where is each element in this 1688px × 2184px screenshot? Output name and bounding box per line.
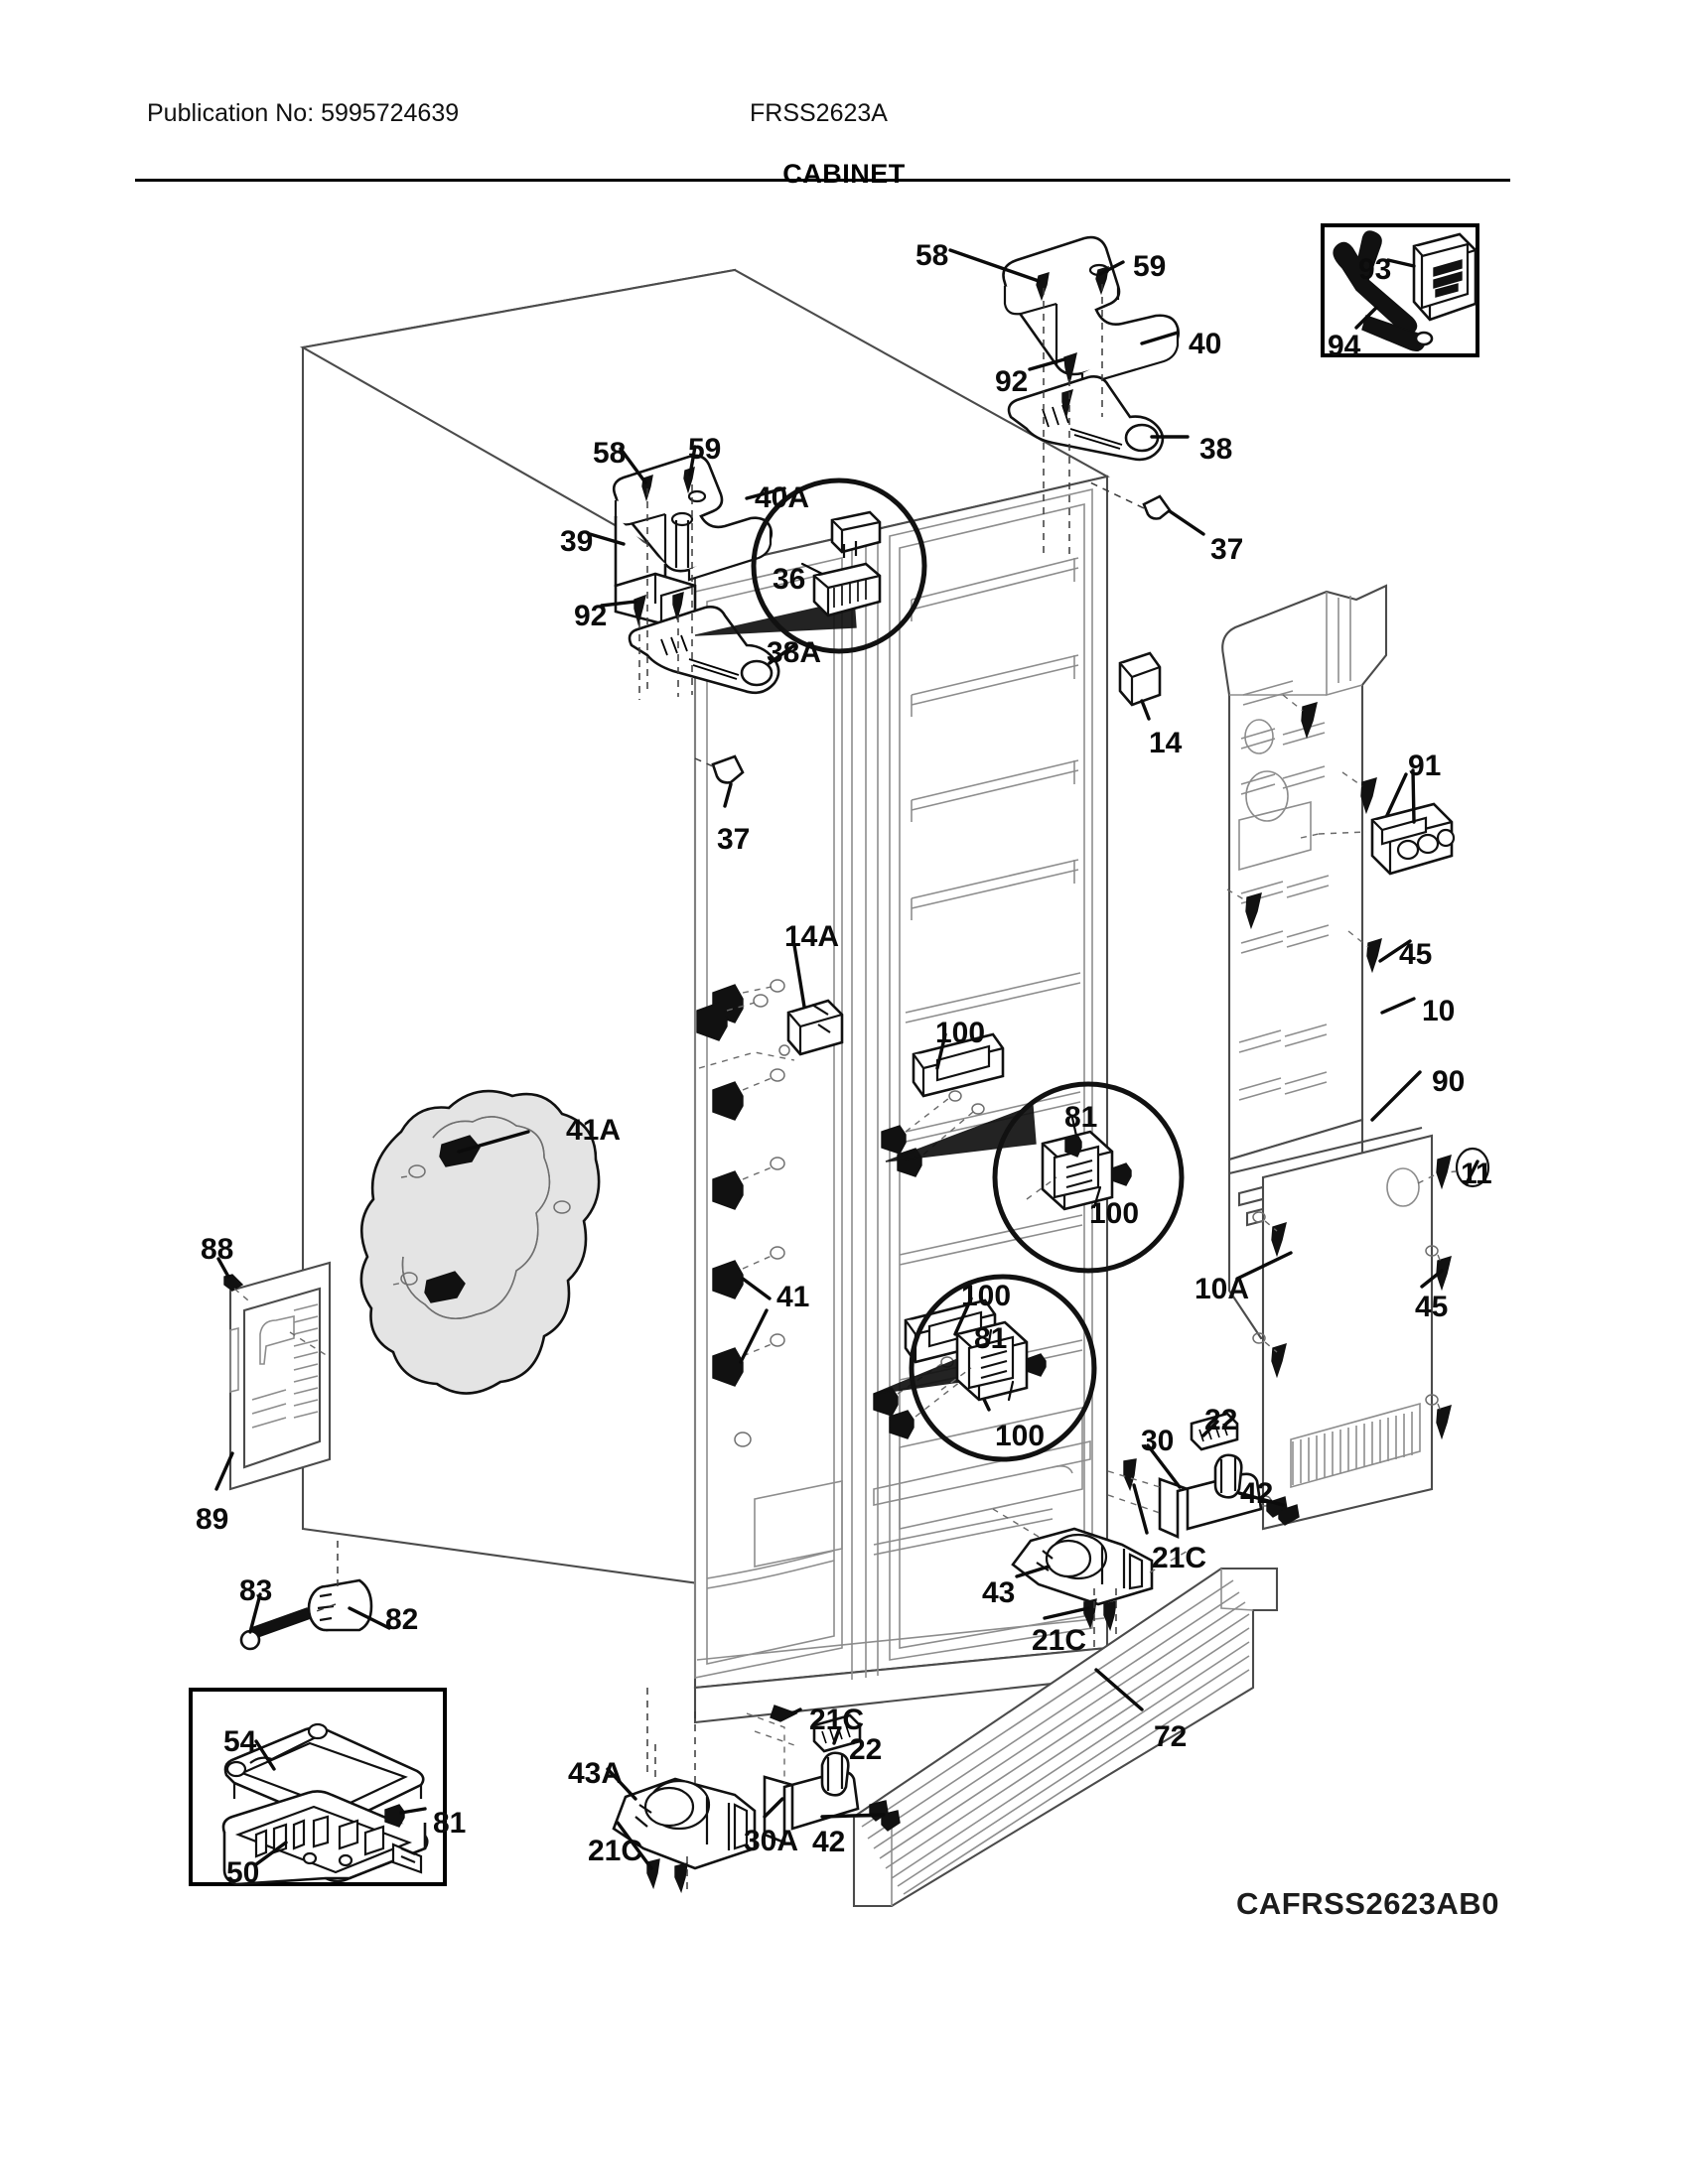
callout-38A: 38A — [767, 636, 822, 669]
pin-37-lower — [694, 754, 745, 808]
callout-81: 81 — [433, 1807, 467, 1840]
hinge-bracket-30 — [1107, 1412, 1300, 1540]
callout-37: 37 — [717, 823, 751, 856]
callout-37: 37 — [1210, 533, 1244, 566]
callout-36: 36 — [773, 563, 806, 596]
callout-42: 42 — [1240, 1477, 1274, 1510]
callout-58: 58 — [593, 437, 627, 470]
callout-72: 72 — [1154, 1720, 1188, 1753]
model-number: FRSS2623A — [750, 99, 888, 127]
callout-45: 45 — [1415, 1291, 1449, 1323]
callout-42: 42 — [812, 1826, 846, 1858]
door-screw-column-41 — [712, 979, 790, 1447]
top-right-hinge-assembly — [948, 235, 1190, 556]
callout-89: 89 — [196, 1503, 229, 1536]
callout-10: 10 — [1422, 995, 1456, 1027]
callout-40A: 40A — [755, 481, 810, 514]
callout-100: 100 — [961, 1280, 1012, 1312]
callout-30: 30 — [1141, 1425, 1175, 1457]
callout-10A: 10A — [1195, 1273, 1250, 1305]
part-14A — [696, 943, 844, 1069]
callout-22: 22 — [849, 1733, 883, 1766]
callout-59: 59 — [1133, 250, 1167, 283]
pin-37-upper — [1089, 481, 1205, 536]
callout-30A: 30A — [744, 1825, 799, 1857]
header-divider — [135, 179, 1510, 182]
callout-41: 41 — [776, 1281, 810, 1313]
callout-39: 39 — [560, 525, 594, 558]
part-14 — [1118, 651, 1162, 721]
callout-100: 100 — [995, 1420, 1046, 1452]
callout-92: 92 — [574, 600, 608, 632]
callout-54: 54 — [223, 1725, 257, 1758]
callout-58: 58 — [915, 239, 949, 272]
callout-14A: 14A — [784, 920, 840, 953]
rear-panel-90 — [1228, 1070, 1490, 1531]
callout-90: 90 — [1432, 1065, 1466, 1098]
callout-82: 82 — [385, 1603, 419, 1636]
magnifier-switch-36 — [694, 478, 927, 654]
callout-14: 14 — [1149, 727, 1183, 759]
callout-91: 91 — [1408, 750, 1442, 782]
callout-100: 100 — [1089, 1197, 1140, 1230]
callout-88: 88 — [201, 1233, 234, 1266]
roller-82 — [239, 1535, 391, 1651]
callout-94: 94 — [1328, 330, 1361, 362]
callout-38: 38 — [1199, 433, 1233, 466]
callout-21C: 21C — [588, 1835, 643, 1867]
callout-21C: 21C — [1152, 1542, 1207, 1574]
callout-45: 45 — [1399, 938, 1433, 971]
shelf-clips — [873, 1032, 1185, 1462]
publication-number: Publication No: 5995724639 — [147, 99, 460, 127]
callout-43A: 43A — [568, 1757, 624, 1790]
callout-81: 81 — [1064, 1101, 1098, 1134]
gasket-41A — [359, 1089, 601, 1395]
callout-50: 50 — [226, 1856, 260, 1889]
callout-100: 100 — [935, 1017, 986, 1049]
callout-40: 40 — [1189, 328, 1222, 360]
callout-81: 81 — [974, 1322, 1008, 1355]
callout-83: 83 — [239, 1574, 273, 1607]
page-title: CABINET — [782, 159, 906, 189]
callout-43: 43 — [982, 1576, 1016, 1609]
callout-59: 59 — [688, 433, 722, 466]
roller-assembly-43A — [606, 1705, 901, 1894]
base-grille-72 — [852, 1567, 1279, 1908]
callout-41A: 41A — [566, 1114, 622, 1147]
callout-93: 93 — [1358, 253, 1392, 286]
callout-21C: 21C — [1032, 1624, 1087, 1657]
top-left-hinge-assembly — [588, 445, 796, 700]
roller-assembly-43 — [992, 1508, 1193, 1648]
drawing-code: CAFRSS2623AB0 — [1236, 1886, 1499, 1921]
grille-89 — [214, 1257, 332, 1491]
callout-11: 11 — [1461, 1158, 1492, 1190]
callout-22: 22 — [1204, 1404, 1238, 1436]
callout-21C: 21C — [809, 1704, 865, 1736]
callout-92: 92 — [995, 365, 1029, 398]
